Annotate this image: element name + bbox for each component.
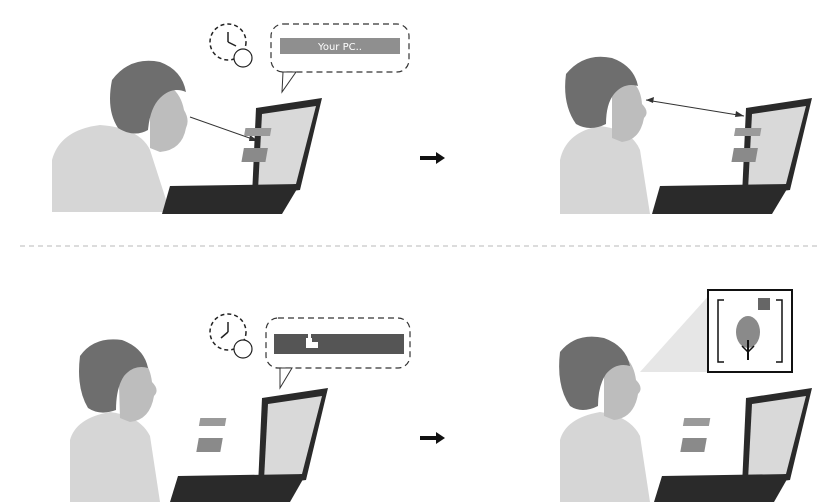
person bbox=[560, 57, 650, 214]
clock-icon bbox=[210, 314, 252, 358]
bottom-left-scene bbox=[70, 314, 410, 502]
top-right-scene bbox=[560, 57, 812, 214]
person-body bbox=[70, 412, 160, 502]
notification-bubble: Your PC.. bbox=[271, 24, 409, 92]
notification-bubble bbox=[266, 318, 410, 388]
person bbox=[52, 61, 188, 212]
top-left-scene: Your PC.. bbox=[52, 24, 409, 214]
person bbox=[70, 339, 160, 502]
vision-cone bbox=[640, 292, 712, 372]
bottom-right-scene bbox=[559, 290, 812, 502]
person-body bbox=[560, 126, 650, 214]
clock-icon bbox=[210, 24, 252, 67]
notification-text: Your PC.. bbox=[317, 42, 362, 53]
laptop bbox=[654, 388, 812, 502]
gaze-line bbox=[646, 97, 744, 117]
person-body bbox=[560, 412, 650, 502]
right-arrow-icon bbox=[420, 432, 445, 444]
right-arrow-icon bbox=[420, 152, 445, 164]
person bbox=[559, 337, 650, 502]
notification-bar bbox=[274, 334, 404, 354]
laptop bbox=[170, 388, 328, 502]
laptop-keyboard bbox=[162, 184, 300, 214]
laptop bbox=[652, 98, 812, 214]
tree-picture-icon bbox=[708, 290, 792, 372]
